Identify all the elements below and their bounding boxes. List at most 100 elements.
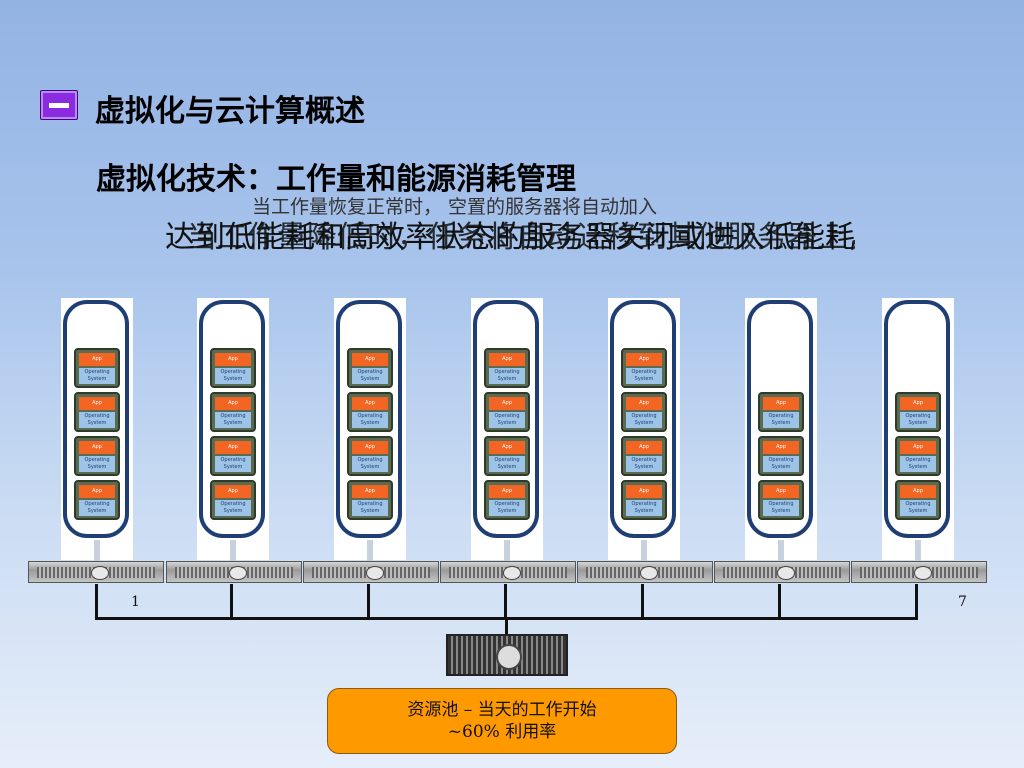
rack-server bbox=[166, 561, 302, 583]
app-label: App bbox=[900, 397, 936, 410]
app-label: App bbox=[79, 485, 115, 498]
server-stem bbox=[230, 540, 236, 562]
connector bbox=[504, 584, 507, 620]
page-title: 虚拟化与云计算概述 bbox=[95, 94, 365, 129]
os-label: Operating System bbox=[352, 456, 388, 472]
os-label: Operating System bbox=[489, 368, 525, 384]
app-label: App bbox=[900, 485, 936, 498]
os-label: Operating System bbox=[900, 412, 936, 428]
caption-line-1: 达到低能耗和高效率状态的服务器关闭或进入低能耗状态 bbox=[165, 220, 855, 254]
server-stem bbox=[915, 540, 921, 562]
os-label: Operating System bbox=[352, 412, 388, 428]
server-stem bbox=[641, 540, 647, 562]
os-label: Operating System bbox=[489, 500, 525, 516]
app-label: App bbox=[352, 397, 388, 410]
os-label: Operating System bbox=[489, 412, 525, 428]
os-label: Operating System bbox=[215, 500, 251, 516]
server-stem bbox=[94, 540, 100, 562]
app-label: App bbox=[215, 397, 251, 410]
rack-server bbox=[28, 561, 164, 583]
os-label: Operating System bbox=[79, 456, 115, 472]
os-label: Operating System bbox=[79, 500, 115, 516]
pool-line-1: 资源池 – 当天的工作开始 bbox=[407, 700, 597, 720]
os-label: Operating System bbox=[763, 412, 799, 428]
overlapping-caption: 达到低能耗和高效率状态的服务器关闭或进入低能耗状态 当工作量降低时，任务将自动迁… bbox=[165, 212, 855, 254]
connector bbox=[641, 584, 644, 620]
app-label: App bbox=[489, 353, 525, 366]
connector bbox=[778, 584, 781, 620]
storage-connector bbox=[505, 617, 508, 635]
os-label: Operating System bbox=[763, 456, 799, 472]
app-label: App bbox=[352, 353, 388, 366]
app-label: App bbox=[489, 397, 525, 410]
os-label: Operating System bbox=[215, 368, 251, 384]
app-label: App bbox=[352, 485, 388, 498]
app-label: App bbox=[489, 485, 525, 498]
app-label: App bbox=[79, 441, 115, 454]
rack-server bbox=[851, 561, 987, 583]
app-label: App bbox=[215, 485, 251, 498]
resource-pool-box: 资源池 – 当天的工作开始 ~60% 利用率 bbox=[327, 688, 677, 754]
app-label: App bbox=[763, 397, 799, 410]
os-label: Operating System bbox=[79, 412, 115, 428]
rack-server bbox=[440, 561, 576, 583]
app-label: App bbox=[763, 485, 799, 498]
app-label: App bbox=[79, 397, 115, 410]
os-label: Operating System bbox=[79, 368, 115, 384]
app-label: App bbox=[626, 485, 662, 498]
server-stem bbox=[367, 540, 373, 562]
os-label: Operating System bbox=[900, 456, 936, 472]
connector bbox=[95, 584, 98, 620]
app-label: App bbox=[79, 353, 115, 366]
app-label: App bbox=[626, 397, 662, 410]
os-label: Operating System bbox=[215, 456, 251, 472]
storage-array bbox=[446, 634, 568, 676]
os-label: Operating System bbox=[352, 500, 388, 516]
app-label: App bbox=[215, 441, 251, 454]
bullet-icon bbox=[40, 90, 78, 120]
os-label: Operating System bbox=[489, 456, 525, 472]
pool-line-2: ~60% 利用率 bbox=[447, 722, 557, 742]
os-label: Operating System bbox=[352, 368, 388, 384]
os-label: Operating System bbox=[626, 500, 662, 516]
app-label: App bbox=[489, 441, 525, 454]
connector bbox=[230, 584, 233, 620]
caption-note: 当工作量恢复正常时， 空置的服务器将自动加入 bbox=[252, 196, 658, 218]
caption-line-2: 当工作量降低时，任务将自动迁移到其他服务器上，空闲 bbox=[187, 220, 855, 254]
app-label: App bbox=[352, 441, 388, 454]
os-label: Operating System bbox=[626, 412, 662, 428]
slide-subtitle: 虚拟化技术：工作量和能源消耗管理 bbox=[96, 162, 576, 197]
os-label: Operating System bbox=[626, 456, 662, 472]
rack-server bbox=[714, 561, 850, 583]
app-label: App bbox=[626, 353, 662, 366]
os-label: Operating System bbox=[215, 412, 251, 428]
os-label: Operating System bbox=[626, 368, 662, 384]
rack-server bbox=[303, 561, 439, 583]
os-label: Operating System bbox=[900, 500, 936, 516]
server-number-last: 7 bbox=[958, 594, 967, 610]
